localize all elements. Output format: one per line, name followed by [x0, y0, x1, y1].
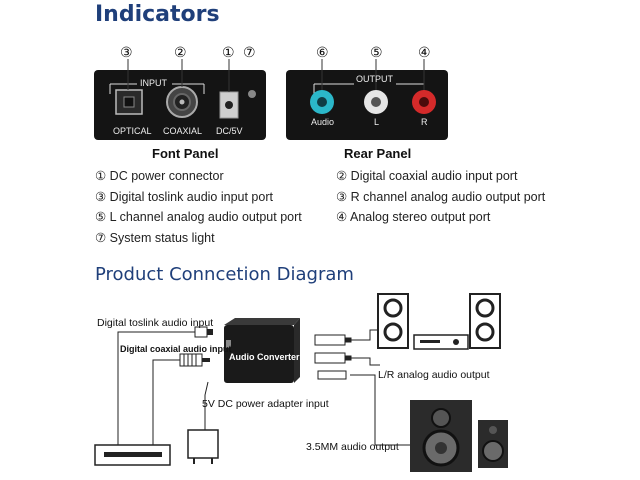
- rear-panel-title: Rear Panel: [344, 146, 412, 161]
- rca-plugs-icon: [314, 334, 352, 380]
- legend-item-2: ② Digital coaxial audio input port: [336, 169, 518, 183]
- toslink-label: Digital toslink audio input: [97, 317, 214, 329]
- converter-label: Audio Converter: [229, 352, 300, 362]
- coaxial-label: Digital coaxial audio input: [120, 344, 232, 354]
- rear-panel: [284, 44, 452, 144]
- hifi-speakers-icon: [377, 293, 501, 350]
- legend-item-3: ③ Digital toslink audio input port: [95, 190, 273, 204]
- front-panel-title: Font Panel: [152, 146, 219, 161]
- legend-item-4: ④ Analog stereo output port: [336, 210, 491, 224]
- rear-port-label-l: L: [374, 117, 380, 127]
- power-label: 5V DC power adapter input: [202, 398, 329, 410]
- rear-group-label: OUTPUT: [356, 74, 393, 84]
- mm-output-label: 3.5MM audio output: [306, 441, 399, 453]
- indicators-title: Indicators: [95, 2, 220, 27]
- status-light-icon: [248, 90, 256, 98]
- power-adapter-icon: [187, 429, 219, 464]
- front-number-1: ①: [222, 44, 235, 60]
- toslink-plug-icon: [194, 326, 213, 338]
- rear-number-4: ④: [418, 44, 431, 60]
- front-port-label-dc: DC/5V: [216, 126, 243, 136]
- legend-item-5: ⑤ L channel analog audio output port: [95, 210, 302, 224]
- desktop-speakers-icon: [410, 400, 508, 472]
- front-port-label-optical: OPTICAL: [113, 126, 152, 136]
- rear-port-label-audio: Audio: [311, 117, 335, 127]
- front-panel-drawing: [94, 59, 266, 140]
- rear-number-6: ⑥: [316, 44, 329, 60]
- front-number-2: ②: [174, 44, 187, 60]
- front-group-label: INPUT: [140, 78, 167, 88]
- source-device-icon: [94, 444, 171, 466]
- front-port-label-coaxial: COAXIAL: [163, 126, 203, 136]
- audio-converter-icon: [224, 318, 300, 383]
- front-panel: [92, 44, 268, 144]
- rear-number-5: ⑤: [370, 44, 383, 60]
- legend-item-r: ③ R channel analog audio output port: [336, 190, 546, 204]
- rear-port-label-r: R: [421, 117, 428, 127]
- connection-title: Product Conncetion Diagram: [95, 264, 354, 285]
- legend-item-7: ⑦ System status light: [95, 231, 215, 245]
- coax-plug-icon: [179, 353, 210, 367]
- rear-panel-drawing: [286, 59, 448, 140]
- legend-item-1: ① DC power connector: [95, 169, 224, 183]
- front-number-7: ⑦: [243, 44, 256, 60]
- lr-output-label: L/R analog audio output: [378, 369, 490, 381]
- front-number-3: ③: [120, 44, 133, 60]
